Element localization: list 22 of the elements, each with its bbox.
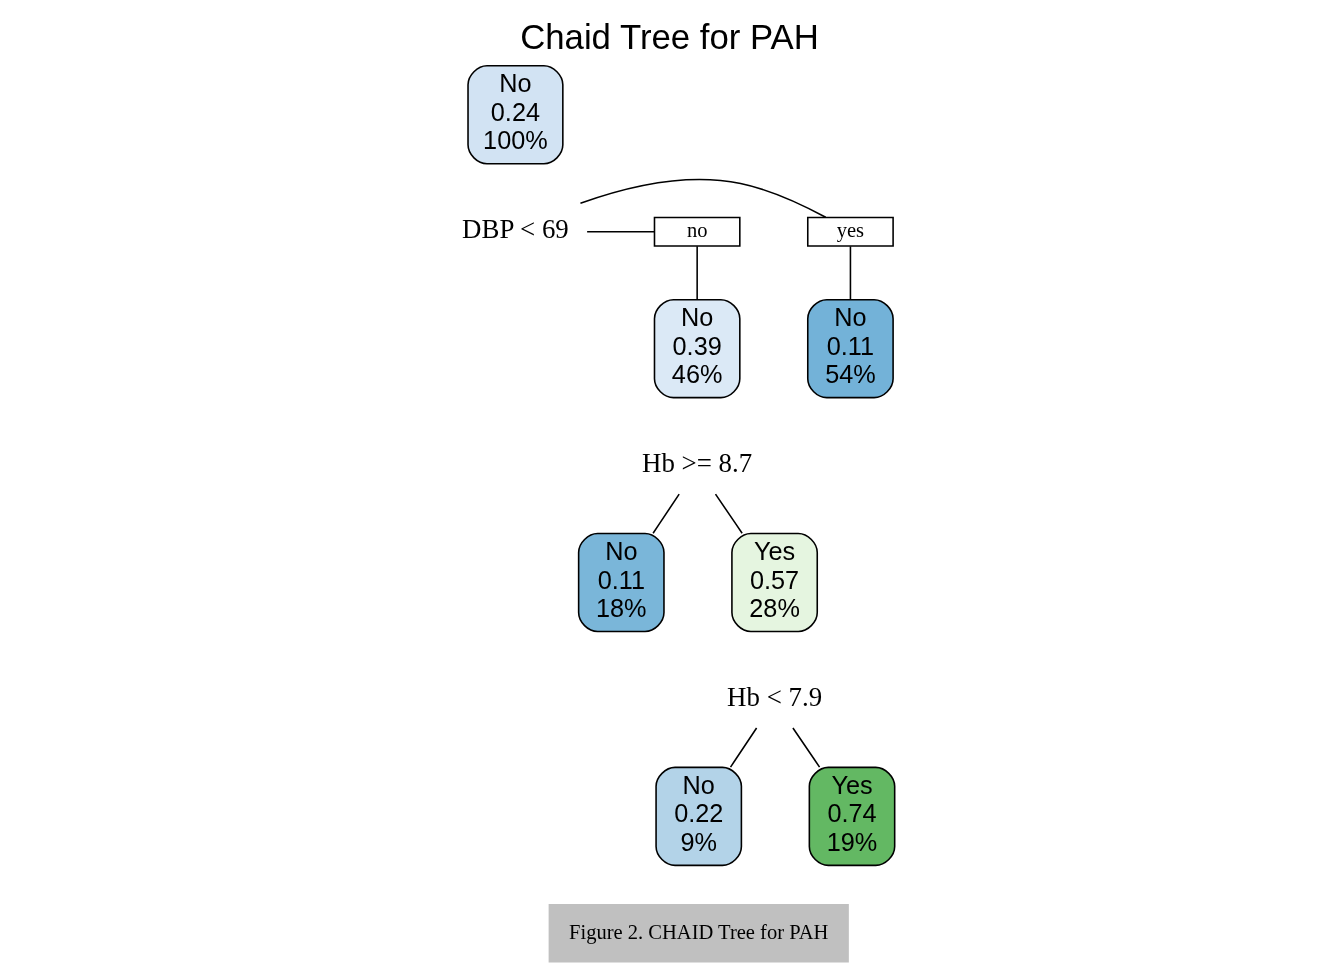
node-box: Yes 0.74 19% (808, 766, 896, 867)
node-box: No 0.39 46% (653, 298, 741, 399)
node-text: Hb >= 8.7 (642, 448, 753, 479)
connector (652, 493, 680, 535)
connector (696, 245, 698, 300)
node-box: No 0.11 54% (807, 298, 894, 399)
node-box: No 0.11 18% (577, 532, 665, 633)
caption: Figure 2. CHAID Tree for PAH (569, 920, 829, 943)
node-box: No 0.22 9% (655, 766, 743, 867)
connector (714, 493, 743, 535)
node-box: No 0.24 100% (467, 65, 564, 165)
node-text: Hb < 7.9 (727, 681, 823, 712)
connector (792, 727, 821, 768)
connector (849, 245, 852, 300)
connector (586, 230, 655, 233)
node-box: Yes 0.57 28% (731, 532, 819, 633)
connector (579, 178, 827, 219)
node-box: yes (807, 216, 894, 247)
node-box: no (653, 216, 741, 247)
node-text: DBP < 69 (462, 214, 569, 245)
diagram-title: Chaid Tree for PAH (520, 18, 819, 57)
connector (729, 727, 758, 768)
